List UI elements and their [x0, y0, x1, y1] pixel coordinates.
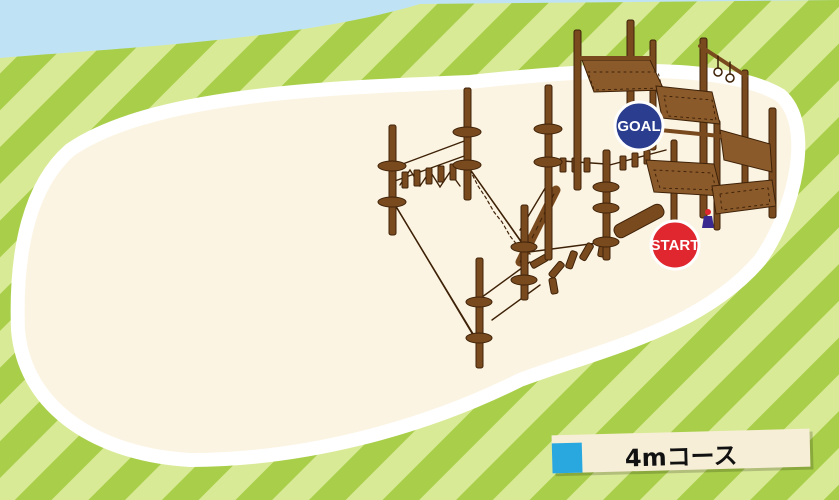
person-icon [702, 209, 714, 228]
platforms [377, 123, 620, 344]
course-structure [377, 19, 777, 369]
tower [578, 44, 777, 215]
log-bridge [529, 238, 608, 295]
course-title: 4mコース [624, 441, 738, 473]
net-bridge [469, 169, 519, 247]
log-tunnel [613, 203, 665, 239]
start-label: START [651, 237, 700, 254]
goal-badge: GOAL [613, 100, 665, 152]
start-badge: START [649, 219, 701, 271]
course-label: 4mコース [551, 428, 811, 474]
hanging-rings [713, 55, 735, 83]
goal-label: GOAL [617, 118, 660, 135]
